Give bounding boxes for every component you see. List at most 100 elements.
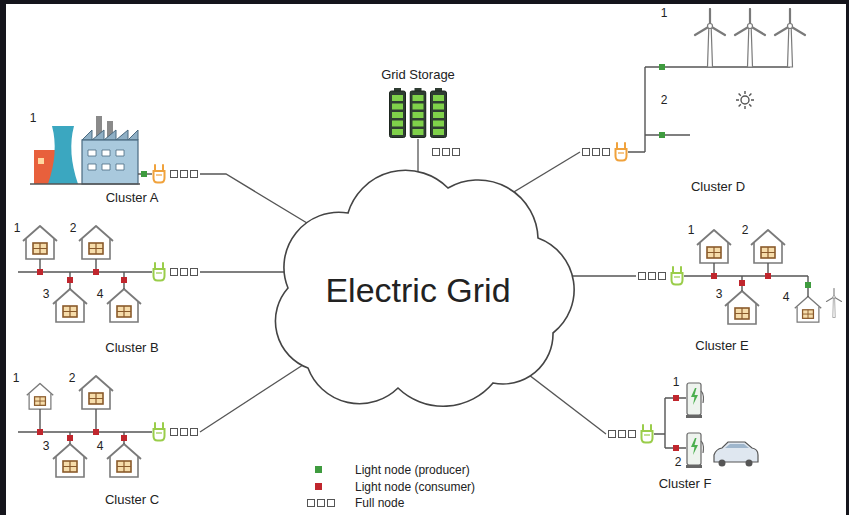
wind-turbine — [695, 9, 725, 67]
full-node-squares — [171, 269, 198, 276]
consumer-light-node — [673, 395, 679, 401]
callout-number: 1 — [673, 375, 680, 389]
cluster-name: Cluster E — [695, 338, 748, 354]
car-body — [714, 442, 758, 462]
full-node-squares — [639, 273, 666, 280]
legend-row: Light node (producer) — [305, 462, 470, 478]
sun-rays — [736, 91, 754, 109]
consumer-light-node — [67, 277, 73, 283]
full-node-router — [642, 425, 653, 443]
charging-station — [686, 433, 703, 468]
cluster-node: Cluster A — [10, 100, 200, 210]
legend-swatch — [315, 466, 322, 473]
legend-text: Light node (consumer) — [355, 480, 475, 494]
consumer-light-node — [37, 429, 43, 435]
full-node-squares — [433, 149, 460, 156]
callout-number: 3 — [43, 439, 50, 453]
callout-number: 1 — [688, 223, 695, 237]
full-node-squares — [308, 500, 335, 507]
wind-turbine — [735, 9, 765, 67]
battery-cell — [410, 88, 426, 138]
cluster-f-illustration — [609, 383, 759, 468]
cluster-node: Cluster E — [636, 210, 847, 360]
cluster-name: Cluster F — [659, 476, 712, 492]
sun-icon — [741, 96, 749, 104]
house — [697, 230, 731, 263]
battery-cell — [431, 88, 447, 138]
full-node-squares — [583, 149, 610, 156]
cluster-name: Cluster C — [105, 492, 159, 508]
legend-text: Light node (producer) — [355, 463, 470, 477]
callout-number: 2 — [675, 455, 682, 469]
cluster-node: Cluster C — [10, 366, 200, 512]
wire — [628, 67, 790, 152]
cluster-node: Cluster D — [580, 2, 847, 200]
house — [23, 226, 57, 259]
callout-number: 4 — [97, 287, 104, 301]
full-node-squares — [609, 431, 636, 438]
legend-row: Full node — [305, 495, 404, 511]
consumer-light-node — [121, 277, 127, 283]
wire — [18, 409, 152, 444]
legend-swatch-box — [305, 462, 349, 478]
house — [107, 289, 141, 322]
full-node-router — [154, 165, 165, 183]
consumer-light-node — [739, 280, 745, 286]
full-node-squares — [171, 171, 198, 178]
consumer-light-node — [673, 445, 679, 451]
wire — [18, 259, 152, 289]
producer-light-node — [141, 171, 147, 177]
legend-swatch-box — [305, 495, 349, 511]
grid-title: Electric Grid — [325, 270, 510, 311]
factory-windows — [88, 150, 124, 170]
cluster-node: Cluster B — [10, 212, 200, 362]
storage-node: Grid Storage — [370, 62, 466, 139]
cooling-tower — [48, 126, 78, 184]
wind-turbine — [827, 289, 842, 318]
cluster-e-illustration — [639, 230, 842, 324]
consumer-light-node — [711, 273, 717, 279]
consumer-light-node — [121, 435, 127, 441]
house — [725, 291, 759, 324]
cluster-b-illustration — [18, 226, 198, 322]
legend-row: Light node (consumer) — [305, 479, 475, 495]
legend-swatch — [315, 483, 322, 490]
consumer-light-node — [93, 269, 99, 275]
factory-hall — [82, 140, 138, 184]
house — [53, 444, 87, 477]
house — [27, 384, 53, 410]
charging-station — [686, 383, 703, 418]
storage-illustration — [390, 88, 460, 156]
consumer-light-node — [93, 429, 99, 435]
callout-number: 3 — [716, 287, 723, 301]
battery-cell — [390, 88, 406, 138]
house — [79, 226, 113, 259]
callout-number: 2 — [69, 371, 76, 385]
callout-number: 1 — [30, 111, 37, 125]
cluster-name: Cluster D — [691, 179, 745, 195]
house — [795, 297, 821, 323]
full-node-router — [154, 263, 165, 281]
car-wheel — [746, 460, 753, 467]
sawtooth-roof — [82, 130, 138, 140]
wind-turbine — [775, 9, 805, 67]
cluster-node: Cluster F — [606, 366, 847, 496]
house — [53, 289, 87, 322]
cluster-a-illustration — [30, 116, 198, 184]
full-node-router — [672, 267, 683, 285]
full-node-sample — [307, 499, 335, 507]
callout-number: 3 — [43, 287, 50, 301]
house — [79, 376, 113, 409]
wire — [684, 263, 808, 297]
legend-swatch-box — [305, 479, 349, 495]
ground-line — [30, 183, 140, 184]
grid-cloud: Electric Grid — [248, 168, 588, 412]
consumer-light-node — [67, 435, 73, 441]
cluster-name: Cluster B — [105, 340, 158, 356]
callout-number: 1 — [13, 371, 20, 385]
callout-number: 1 — [14, 221, 21, 235]
callout-number: 2 — [742, 223, 749, 237]
callout-number: 4 — [97, 439, 104, 453]
callout-number: 2 — [70, 221, 77, 235]
